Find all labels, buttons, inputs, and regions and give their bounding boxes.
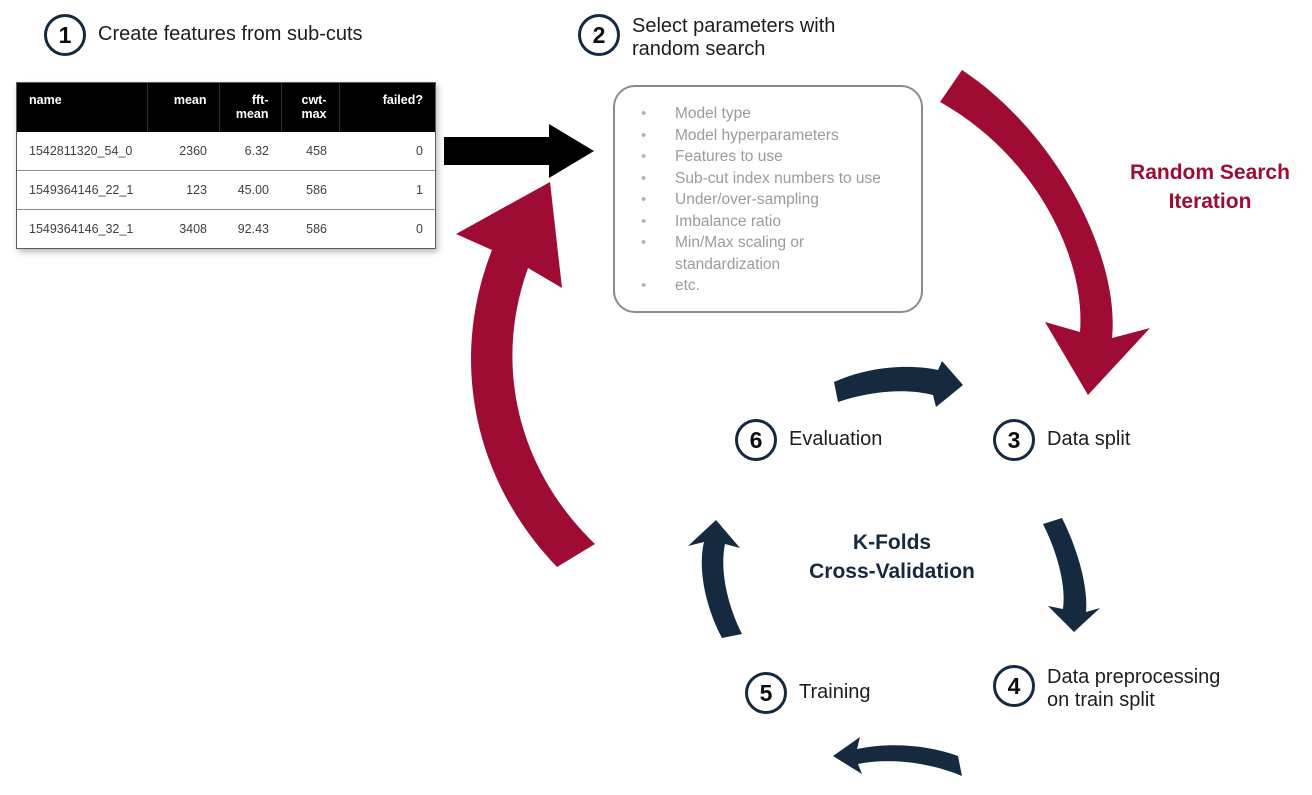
cell-fft-mean: 6.32: [219, 132, 281, 171]
cell-mean: 2360: [147, 132, 219, 171]
random-search-iteration-label: Random Search Iteration: [1130, 161, 1290, 213]
step-6: 6 Evaluation: [735, 419, 882, 461]
arrow-table-to-params-icon: [444, 124, 594, 178]
col-cwt-max: cwt- max: [281, 83, 340, 132]
step-2-number: 2: [578, 14, 620, 56]
cell-failed: 0: [339, 132, 435, 171]
cell-mean: 3408: [147, 209, 219, 248]
table-row: 1542811320_54_0 2360 6.32 458 0: [17, 132, 435, 171]
step-6-label: Evaluation: [789, 428, 883, 450]
cell-cwt-max: 586: [281, 170, 339, 210]
list-item: Features to use: [641, 146, 907, 168]
feature-table: name mean fft- mean cwt- max failed? 154…: [16, 82, 436, 249]
arrow-datasplit-to-preprocessing-icon: [1043, 518, 1100, 632]
table-row: 1549364146_22_1 123 45.00 586 1: [17, 170, 435, 210]
step-4-number: 4: [993, 665, 1035, 707]
cell-failed: 1: [339, 170, 435, 210]
step-3-label: Data split: [1047, 428, 1131, 450]
col-name: name: [17, 83, 148, 132]
step-1-number: 1: [44, 14, 86, 56]
col-failed: failed?: [339, 83, 435, 132]
cell-fft-mean: 92.43: [219, 209, 281, 248]
list-item: Sub-cut index numbers to use: [641, 168, 907, 190]
step-4: 4 Data preprocessing on train split: [993, 665, 1220, 712]
cell-name: 1542811320_54_0: [17, 132, 147, 171]
step-6-number: 6: [735, 419, 777, 461]
random-search-down-arrow-icon: [940, 70, 1150, 395]
cell-name: 1549364146_22_1: [17, 170, 147, 210]
step-5: 5 Training: [745, 672, 871, 714]
cell-cwt-max: 586: [281, 209, 339, 248]
restart-iteration-up-arrow-icon: [456, 182, 595, 567]
col-fft-mean: fft- mean: [219, 83, 282, 132]
parameters-list: Model type Model hyperparameters Feature…: [615, 87, 921, 297]
list-item: Model hyperparameters: [641, 125, 907, 147]
arrow-evaluation-to-datasplit-icon: [834, 361, 963, 407]
list-item: etc.: [641, 275, 907, 297]
feature-table-head: name mean fft- mean cwt- max failed?: [17, 83, 435, 132]
step-5-label: Training: [799, 681, 871, 703]
arrow-training-to-evaluation-icon: [688, 520, 742, 638]
list-item: Imbalance ratio: [641, 211, 907, 233]
step-3-number: 3: [993, 419, 1035, 461]
table-row: 1549364146_32_1 3408 92.43 586 0: [17, 209, 435, 248]
feature-table-grid: name mean fft- mean cwt- max failed? 154…: [17, 83, 435, 248]
cell-cwt-max: 458: [281, 132, 339, 171]
list-item: Min/Max scaling or standardization: [641, 232, 907, 275]
cell-failed: 0: [339, 209, 435, 248]
col-mean: mean: [147, 83, 220, 132]
step-2: 2 Select parameters with random search: [578, 14, 835, 61]
list-item: Under/over-sampling: [641, 189, 907, 211]
list-item: Model type: [641, 103, 907, 125]
cell-name: 1549364146_32_1: [17, 209, 147, 248]
step-1: 1 Create features from sub-cuts: [44, 14, 363, 56]
arrow-preprocessing-to-training-icon: [833, 737, 962, 776]
cell-mean: 123: [147, 170, 219, 210]
step-5-number: 5: [745, 672, 787, 714]
kfolds-cross-validation-label: K-Folds Cross-Validation: [809, 531, 975, 583]
table-header-row: name mean fft- mean cwt- max failed?: [17, 83, 435, 132]
step-2-label: Select parameters with random search: [632, 15, 836, 60]
step-3: 3 Data split: [993, 419, 1130, 461]
parameters-box: Model type Model hyperparameters Feature…: [613, 85, 923, 313]
cell-fft-mean: 45.00: [219, 170, 281, 210]
step-4-label: Data preprocessing on train split: [1047, 666, 1221, 711]
feature-table-body: 1542811320_54_0 2360 6.32 458 0 15493641…: [17, 132, 435, 248]
step-1-label: Create features from sub-cuts: [98, 23, 363, 45]
